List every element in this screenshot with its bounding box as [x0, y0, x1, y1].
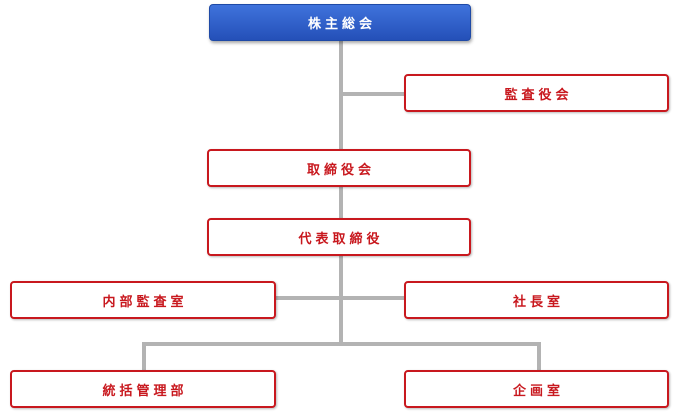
connector-general-admin [142, 342, 146, 372]
internal-audit-office-label: 内部監査室 [102, 294, 188, 310]
connector-main-vertical [339, 40, 343, 342]
board-of-directors-label: 取締役会 [306, 162, 375, 178]
general-administration-box[interactable]: 統括管理部 [10, 370, 276, 408]
connector-audit-board [341, 92, 405, 96]
representative-director-label: 代表取締役 [298, 231, 384, 247]
connector-staff-horizontal [274, 296, 406, 300]
general-administration-label: 統括管理部 [102, 383, 188, 399]
internal-audit-office-box[interactable]: 内部監査室 [10, 281, 276, 319]
shareholders-meeting-label: 株主総会 [307, 17, 376, 32]
connector-bottom-horizontal [142, 342, 541, 346]
president-office-label: 社長室 [512, 294, 564, 310]
audit-board-label: 監査役会 [504, 87, 573, 103]
representative-director-box[interactable]: 代表取締役 [207, 218, 471, 256]
planning-office-label: 企画室 [512, 383, 564, 399]
board-of-directors-box[interactable]: 取締役会 [207, 149, 471, 187]
planning-office-box[interactable]: 企画室 [404, 370, 669, 408]
audit-board-box[interactable]: 監査役会 [404, 74, 669, 112]
connector-planning [537, 342, 541, 372]
president-office-box[interactable]: 社長室 [404, 281, 669, 319]
shareholders-meeting-box[interactable]: 株主総会 [209, 4, 471, 41]
